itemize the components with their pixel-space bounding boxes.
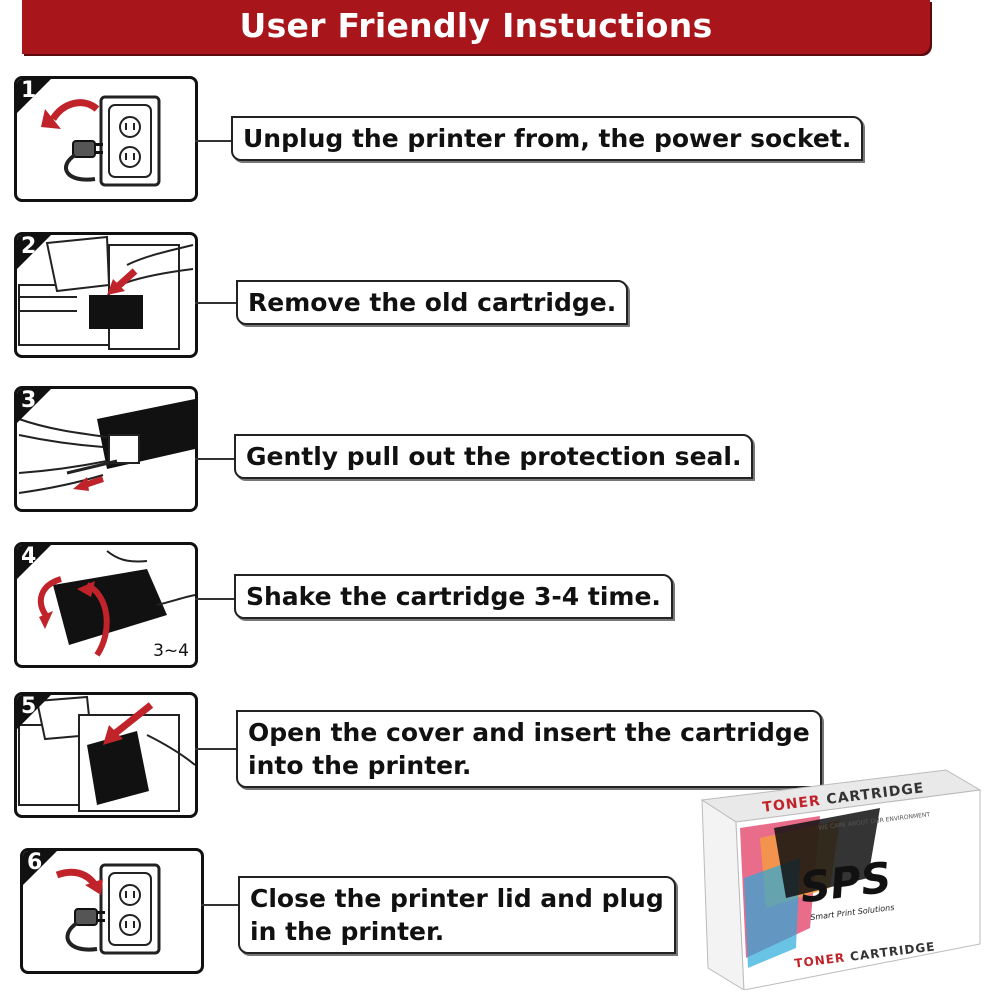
step-5-illustration: 5 xyxy=(14,692,198,818)
step-1-instruction: Unplug the printer from, the power socke… xyxy=(231,116,864,161)
shake-count-label: 3~4 xyxy=(153,641,189,661)
step-1: 1 Unplug the printer from, the power soc… xyxy=(14,76,998,202)
step-3-illustration: 3 xyxy=(14,386,198,512)
product-box-image: TONER CARTRIDGE WE CARE ABOUT OUR ENVIRO… xyxy=(700,768,982,991)
step-2-instruction: Remove the old cartridge. xyxy=(236,280,629,325)
pull-seal-icon xyxy=(18,399,195,494)
toner-box-illustration xyxy=(700,769,982,991)
step-4-illustration: 4 3~4 xyxy=(14,542,198,668)
step-6-illustration: 6 xyxy=(20,848,204,974)
step-4-instruction: Shake the cartridge 3-4 time. xyxy=(234,574,673,619)
plug-in-icon xyxy=(55,863,161,955)
step-3: 3 Gently pull out the protection seal. xyxy=(14,386,998,512)
step-5: 5 Open the cover and insert the cartridg… xyxy=(14,692,998,818)
page-title: User Friendly Instuctions xyxy=(239,6,713,45)
connector-line xyxy=(201,904,239,906)
header-banner: User Friendly Instuctions xyxy=(22,0,930,54)
remove-cartridge-icon xyxy=(18,235,194,350)
connector-line xyxy=(195,302,237,304)
step-2: 2 Remove the old cartridge. xyxy=(14,232,998,358)
connector-line xyxy=(195,140,231,142)
step-4: 4 3~4 Shake the cartridge 3-4 time. xyxy=(14,542,998,668)
step-6: 6 Close the printer lid and plug in the … xyxy=(14,848,998,974)
connector-line xyxy=(195,458,235,460)
connector-line xyxy=(195,748,237,750)
insert-cartridge-icon xyxy=(18,695,195,812)
step-3-instruction: Gently pull out the protection seal. xyxy=(234,434,754,479)
shake-cartridge-icon xyxy=(37,550,195,657)
step-6-instruction: Close the printer lid and plug in the pr… xyxy=(238,876,676,954)
connector-line xyxy=(195,598,235,600)
step-5-instruction: Open the cover and insert the cartridge … xyxy=(236,710,822,788)
unplug-icon xyxy=(41,95,161,187)
step-1-illustration: 1 xyxy=(14,76,198,202)
step-2-illustration: 2 xyxy=(14,232,198,358)
